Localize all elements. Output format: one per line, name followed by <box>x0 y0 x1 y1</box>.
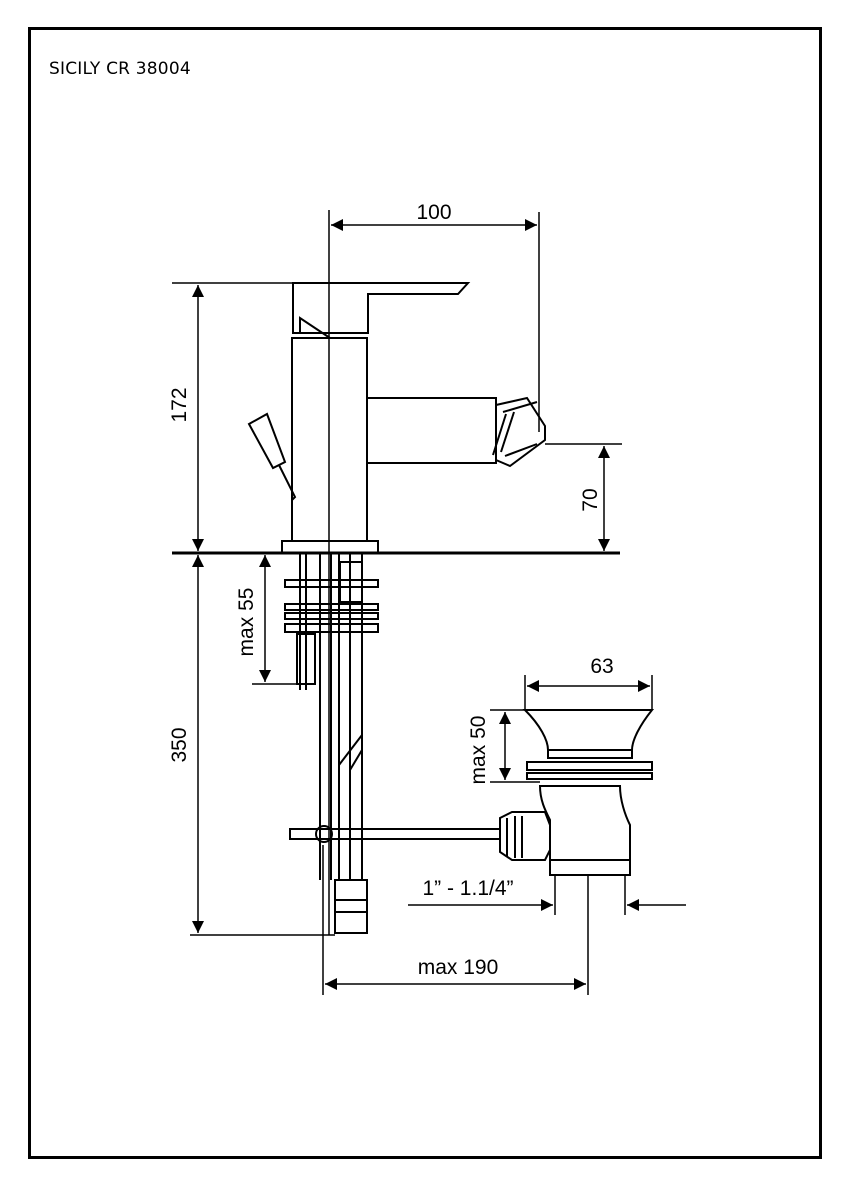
label-max55: max 55 <box>235 588 258 657</box>
label-70: 70 <box>579 488 602 511</box>
dimension-max50 <box>490 709 540 783</box>
dimension-thread <box>408 875 686 915</box>
drawing-frame <box>28 27 822 1159</box>
label-350: 350 <box>168 727 191 762</box>
label-172: 172 <box>168 387 191 422</box>
dimension-max190 <box>322 845 589 995</box>
waste-fitting <box>499 709 655 876</box>
dimension-100 <box>328 210 540 935</box>
dimension-172 <box>172 282 292 551</box>
label-max50: max 50 <box>467 716 490 785</box>
under-deck-fittings <box>284 553 501 934</box>
label-thread: 1” - 1.1/4” <box>422 877 513 900</box>
label-max190: max 190 <box>418 956 499 979</box>
drawing-title: SICILY CR 38004 <box>49 59 191 79</box>
dimension-70 <box>545 443 622 551</box>
mixer-body <box>247 282 546 554</box>
dimension-350 <box>190 555 335 936</box>
dimension-63 <box>524 675 653 710</box>
dimension-max55 <box>252 555 300 685</box>
label-100: 100 <box>416 201 451 224</box>
label-63: 63 <box>590 655 613 678</box>
